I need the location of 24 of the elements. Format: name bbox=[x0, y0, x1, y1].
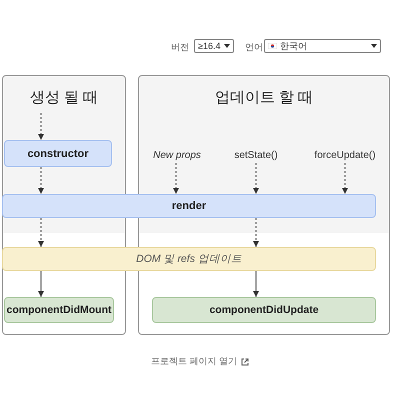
trigger-label: setState() bbox=[226, 147, 286, 163]
method-box: render bbox=[2, 194, 376, 218]
arrow bbox=[253, 218, 259, 248]
trigger-label: New props bbox=[146, 147, 208, 163]
language-label: 언어 bbox=[245, 41, 263, 54]
arrow bbox=[253, 162, 259, 194]
arrow bbox=[173, 162, 179, 194]
trigger-label: forceUpdate() bbox=[302, 147, 388, 163]
method-box: componentDidUpdate bbox=[152, 297, 376, 323]
arrow bbox=[38, 166, 44, 194]
version-select: ≥16.4 bbox=[194, 39, 234, 53]
arrow bbox=[342, 162, 348, 194]
panel-title: 업데이트 할 때 bbox=[214, 88, 314, 107]
method-box: constructor bbox=[4, 140, 112, 167]
arrow bbox=[38, 112, 44, 140]
arrow bbox=[38, 218, 44, 248]
language-select: 한국어 bbox=[264, 39, 381, 53]
process-box: DOM 및 refs 업데이트 bbox=[2, 247, 376, 271]
version-label: 버전 bbox=[171, 41, 189, 54]
panel-title: 생성 될 때 bbox=[28, 88, 100, 107]
arrow bbox=[253, 270, 259, 298]
method-box: componentDidMount bbox=[4, 297, 114, 323]
footer-text: 프로젝트 페이지 열기 bbox=[150, 355, 237, 368]
arrow bbox=[38, 270, 44, 298]
